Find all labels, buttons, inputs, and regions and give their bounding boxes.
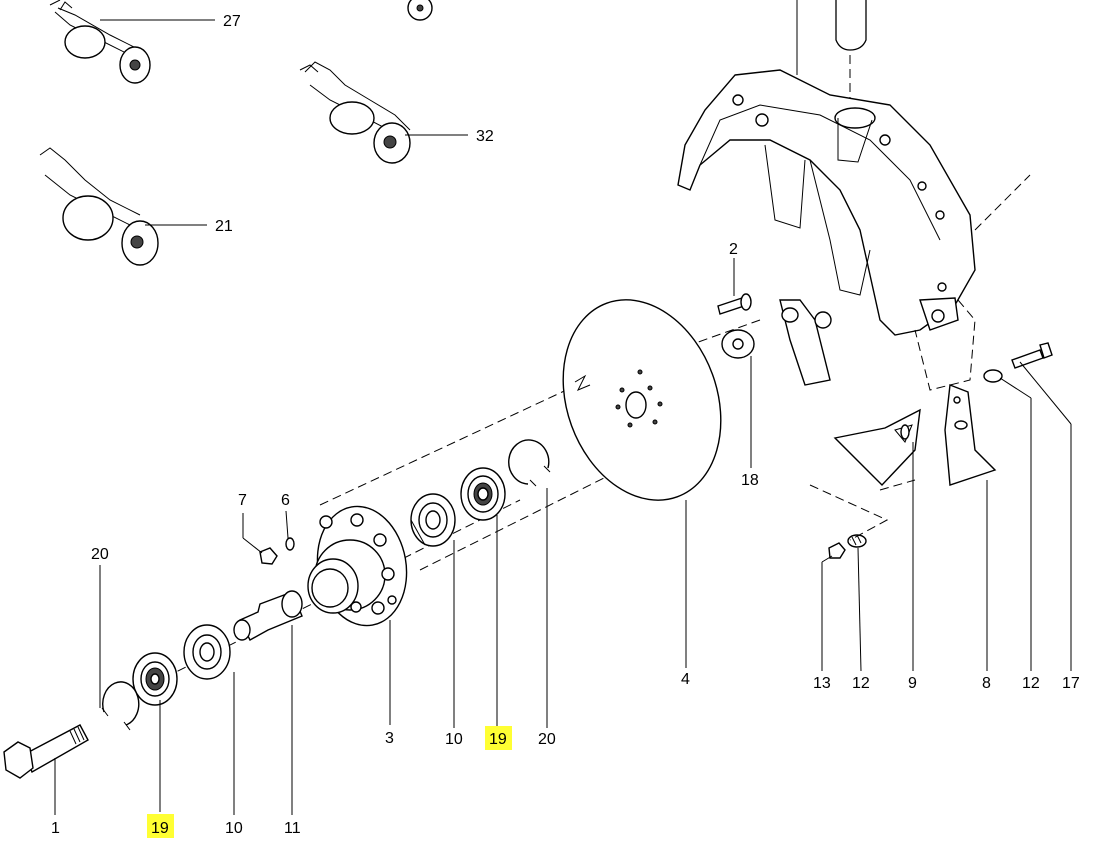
assembly-21-label: 21 xyxy=(215,218,233,235)
bearing-10-left-drawing xyxy=(183,624,231,680)
scraper-8-drawing xyxy=(944,384,997,486)
frame-bracket-drawing xyxy=(677,0,1031,391)
callout-6: 6 xyxy=(281,492,290,509)
callout-18: 18 xyxy=(741,472,759,489)
nut-13-drawing xyxy=(828,542,846,559)
callout-11: 11 xyxy=(284,820,301,837)
callout-12-left: 12 xyxy=(852,675,870,692)
leader-lines xyxy=(54,258,1072,815)
bearing-19-right-drawing xyxy=(460,467,506,521)
callout-13: 13 xyxy=(813,675,831,692)
callout-2: 2 xyxy=(729,241,738,258)
highlight-19-lower xyxy=(147,814,174,838)
washer-6-drawing xyxy=(285,537,295,551)
nut-7-drawing xyxy=(259,547,278,565)
spacer-11-drawing xyxy=(233,590,303,641)
bearing-19-left-drawing xyxy=(132,652,178,706)
snap-ring-20-left-drawing xyxy=(101,681,140,731)
assembly-21-drawing xyxy=(39,147,159,266)
callout-10-upper: 10 xyxy=(445,731,463,748)
callout-17: 17 xyxy=(1062,675,1080,692)
bearing-10-right-drawing xyxy=(410,493,456,547)
callout-20-right: 20 xyxy=(538,731,556,748)
callout-20-left: 20 xyxy=(91,546,109,563)
assembly-27-drawing xyxy=(49,0,151,84)
assembly-32-label: 32 xyxy=(476,128,494,145)
callout-9: 9 xyxy=(908,675,917,692)
bolt-2-drawing xyxy=(717,293,752,315)
hub-3-drawing xyxy=(307,505,408,627)
assembly-27-label: 27 xyxy=(223,13,241,30)
callout-4: 4 xyxy=(681,671,690,688)
snap-ring-20-right-drawing xyxy=(508,439,551,487)
highlight-19-upper xyxy=(485,726,512,750)
spring-12-upper-drawing xyxy=(983,369,1003,383)
assembly-top-partial-drawing xyxy=(407,0,433,21)
scraper-9-drawing xyxy=(833,408,921,487)
bolt-1-drawing xyxy=(3,724,89,779)
callout-10-lower: 10 xyxy=(225,820,243,837)
callout-3: 3 xyxy=(385,730,394,747)
callout-8: 8 xyxy=(982,675,991,692)
callout-12-right: 12 xyxy=(1022,675,1040,692)
disc-blade-drawing xyxy=(562,299,722,501)
spring-12-lower-drawing xyxy=(847,534,867,548)
callout-1: 1 xyxy=(51,820,60,837)
assembly-32-drawing xyxy=(299,61,411,164)
callout-7: 7 xyxy=(238,492,247,509)
bolt-17-drawing xyxy=(1011,342,1053,369)
washer-18-drawing xyxy=(721,329,755,359)
callout-19-upper: 19 xyxy=(489,731,507,748)
callout-19-lower: 19 xyxy=(151,820,169,837)
